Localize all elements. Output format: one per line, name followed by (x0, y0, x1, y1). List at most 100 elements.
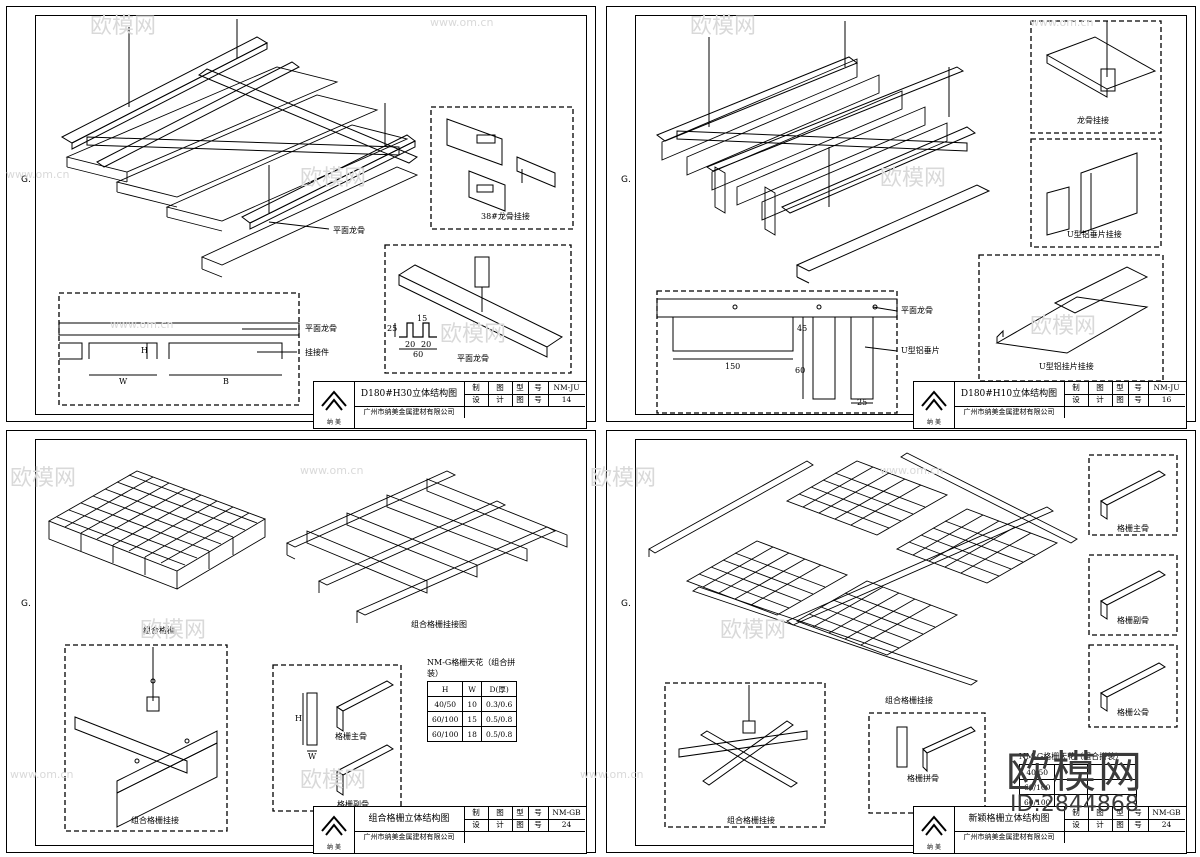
label-detail-2: 平面龙骨 (457, 354, 489, 363)
dim-25: 25 (857, 398, 868, 407)
dim-h: H (141, 346, 148, 355)
cell: 号 (528, 819, 549, 832)
cell: 型 (1112, 807, 1129, 820)
drawing-title: D180#H10立体结构图 (954, 382, 1065, 407)
company-name: 广州市纳美金属建材有限公司 (954, 831, 1065, 843)
ceiling-keel-isometric (58, 19, 574, 406)
spec-header: H (426, 681, 464, 697)
spec-caption: NM-G格栅天花（组合拼装） (427, 658, 516, 678)
title-cells: 制 图 型 号 NM-JU 设 计 图 号 16 (1064, 382, 1186, 418)
spec-table: NM-G格栅天花（组合拼装） H W D(厚) 40/50 10 0.3/0.6… (426, 657, 518, 742)
cell: 图 (512, 394, 529, 407)
company-name: 广州市纳美金属建材有限公司 (954, 406, 1065, 418)
company-logo: 纳 美 (314, 807, 355, 853)
company-name: 广州市纳美金属建材有限公司 (354, 406, 465, 418)
cell: 设 (464, 819, 489, 832)
cell: NM-GB (548, 807, 585, 820)
title-block: 纳 美 新颖格栅立体结构图 广州市纳美金属建材有限公司 制 图 型 号 NM-G… (913, 806, 1187, 854)
cell: 图 (1088, 807, 1113, 820)
label-section-baffle: U型铝垂片 (901, 346, 940, 355)
dim-20a: 20 (405, 340, 416, 349)
dim-150: 150 (725, 362, 741, 371)
label-section-keel: 平面龙骨 (305, 324, 337, 333)
drawing-frame (635, 439, 1187, 846)
logo-mark-icon (321, 390, 347, 411)
cell: NM-JU (548, 382, 585, 395)
spec-cell (1087, 779, 1138, 795)
label-section-keel: 平面龙骨 (901, 306, 933, 315)
margin-mark: G. (621, 175, 631, 185)
drawing-frame (35, 15, 587, 415)
title-block: 纳 美 组合格栅立体结构图 广州市纳美金属建材有限公司 制 图 型 号 NM-G… (313, 806, 587, 854)
dim-25: 25 (387, 324, 398, 333)
label-grille-hook-center: 组合格栅挂接 (885, 696, 933, 705)
title-block: 纳 美 D180#H10立体结构图 广州市纳美金属建材有限公司 制 图 型 号 … (913, 381, 1187, 429)
cell: 型 (512, 382, 529, 395)
cell: 制 (1064, 382, 1089, 395)
cell: 图 (1112, 819, 1129, 832)
cell: NM-JU (1148, 382, 1185, 395)
spec-caption: NM-G格栅天花（组合拼装） (1019, 752, 1124, 761)
label-section-hook: 挂接件 (305, 348, 329, 357)
cell: 图 (1088, 382, 1113, 395)
novel-grid-isometric (648, 452, 1178, 828)
drawing-title: D180#H30立体结构图 (354, 382, 465, 407)
title-block: 纳 美 D180#H30立体结构图 广州市纳美金属建材有限公司 制 图 型 号 … (313, 381, 587, 429)
spec-cell: 0.3/0.6 (480, 696, 518, 712)
label-detail-1: 龙骨挂接 (1077, 116, 1109, 125)
spec-cell: 60/100 (1018, 779, 1056, 795)
cell: 号 (1128, 807, 1149, 820)
baffle-ceiling-isometric (655, 20, 1164, 414)
drawing-frame (635, 15, 1187, 415)
spec-cell: 10 (462, 696, 482, 712)
spec-header: D(厚) (480, 681, 518, 697)
drawing-sheet-1: G. (6, 6, 596, 429)
spec-cell: 40/50 (1018, 764, 1056, 780)
company-logo: 纳 美 (314, 382, 355, 428)
dim-15: 15 (417, 314, 428, 323)
spec-cell: 0.5/0.8 (480, 726, 518, 742)
drawing-sheet-3: G. (6, 430, 596, 854)
spec-table: NM-G格栅天花（组合拼装） 40/50 60/100 60/100 (1018, 751, 1138, 810)
dim-60: 60 (795, 366, 806, 375)
spec-cell: 15 (462, 711, 482, 727)
cell: 计 (488, 819, 513, 832)
logo-text: 纳 美 (927, 419, 941, 426)
margin-mark: G. (21, 175, 31, 185)
drawing-frame (35, 439, 587, 846)
company-logo: 纳 美 (914, 382, 955, 428)
cell: 型 (1112, 382, 1129, 395)
cell: 计 (1088, 819, 1113, 832)
label-grille-assembly: 组合格栅挂接图 (411, 620, 467, 629)
label-main-keel: 格栅主骨 (1117, 524, 1149, 533)
cell: 号 (528, 807, 549, 820)
label-grille: 组合格栅 (143, 626, 175, 635)
label-detail-2: U型铝垂片挂接 (1067, 230, 1122, 239)
cell: 24 (1148, 819, 1185, 832)
spec-header: W (462, 681, 482, 697)
cell: 制 (1064, 807, 1089, 820)
spec-cell: 40/50 (426, 696, 464, 712)
title-cells: 制 图 型 号 NM-JU 设 计 图 号 14 (464, 382, 586, 418)
logo-mark-icon (321, 815, 347, 836)
label-grille-hook: 组合格栅挂接 (131, 816, 179, 825)
spec-cell (1054, 779, 1089, 795)
cell: 14 (548, 394, 585, 407)
dim-60: 60 (413, 350, 424, 359)
dim-w: W (308, 752, 317, 761)
cell: 计 (1088, 394, 1113, 407)
cell: 图 (488, 382, 513, 395)
label-sub-keel: 格栅副骨 (1117, 616, 1149, 625)
cell: 号 (528, 394, 549, 407)
cell: 24 (548, 819, 585, 832)
cell: 号 (1128, 819, 1149, 832)
logo-mark-icon (921, 390, 947, 411)
margin-mark: G. (21, 599, 31, 609)
spec-cell (1054, 764, 1089, 780)
cell: 制 (464, 382, 489, 395)
margin-mark: G. (621, 599, 631, 609)
drawing-sheet-4: G. (606, 430, 1196, 854)
company-name: 广州市纳美金属建材有限公司 (354, 831, 465, 843)
dim-45: 45 (797, 324, 808, 333)
cell: 型 (512, 807, 529, 820)
